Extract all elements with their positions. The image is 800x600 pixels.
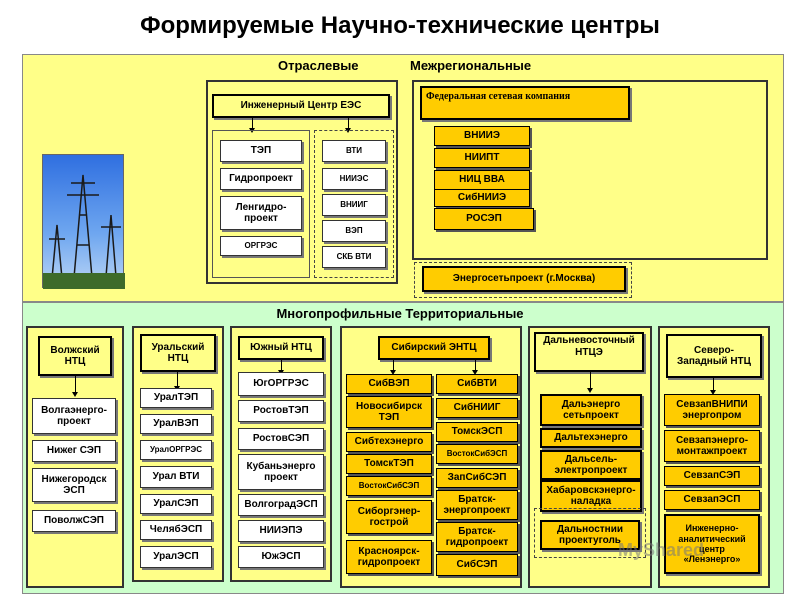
fsk-item-sibniie: СибНИИЭ xyxy=(434,189,530,207)
ees-item-niies: НИИЭС xyxy=(322,168,386,190)
ural-item-4: Урал ВТИ xyxy=(140,466,212,488)
ees-item-skb-vti: СКБ ВТИ xyxy=(322,246,386,268)
ees-item-vniig: ВНИИГ xyxy=(322,194,386,216)
ural-head: Уральский НТЦ xyxy=(140,334,216,372)
south-item-2: РостовТЭП xyxy=(238,400,324,422)
siberia-right-8: СибСЭП xyxy=(436,554,518,576)
far-east-item-3: Дальсель- электропроект xyxy=(540,450,642,480)
north-west-item-2: Севзапэнерго- монтажпроект xyxy=(664,430,760,462)
south-item-4: Кубаньэнерго проект xyxy=(238,454,324,490)
siberia-right-6: Братск- энергопроект xyxy=(436,490,518,520)
ural-item-2: УралВЭП xyxy=(140,414,212,434)
south-head: Южный НТЦ xyxy=(238,336,324,360)
energoset-frame xyxy=(414,262,632,298)
north-west-arrow xyxy=(710,378,716,395)
siberia-right-5: ЗапСибСЭП xyxy=(436,468,518,488)
siberia-arrow-left xyxy=(390,360,396,375)
north-west-item-4: СевзапЭСП xyxy=(664,490,760,510)
sectoral-label: Отраслевые xyxy=(278,58,359,73)
ees-item-vep: ВЭП xyxy=(322,220,386,242)
south-item-1: ЮгОРГРЭС xyxy=(238,372,324,396)
siberia-arrow-right xyxy=(472,360,478,375)
far-east-head: Дальневосточный НТЦЭ xyxy=(534,332,644,372)
siberia-left-5: ВостокСибСЭП xyxy=(346,476,432,496)
fsk-item-niipt: НИИПТ xyxy=(434,148,530,168)
volga-arrow xyxy=(72,376,78,397)
siberia-left-7: Красноярск- гидропроект xyxy=(346,540,432,574)
south-item-6: НИИЭПЭ xyxy=(238,520,324,542)
ural-item-7: УралЭСП xyxy=(140,546,212,568)
ees-arrow-right xyxy=(345,118,351,133)
fsk-item-rosep: РОСЭП xyxy=(434,208,534,230)
fsk-item-nic-vva: НИЦ ВВА xyxy=(434,170,530,190)
ural-arrow xyxy=(174,372,180,391)
volga-head: Волжский НТЦ xyxy=(38,336,112,376)
north-west-item-5: Инженерно- аналитический центр «Ленэнерг… xyxy=(664,514,760,574)
siberia-left-6: Сиборгэнер- гострой xyxy=(346,500,432,534)
territorial-label: Многопрофильные Территориальные xyxy=(276,306,524,321)
ees-item-orgres: ОРГРЭС xyxy=(220,236,302,256)
siberia-right-3: ТомскЭСП xyxy=(436,422,518,442)
ees-item-gidroproekt: Гидропроект xyxy=(220,168,302,190)
volga-item-1: Волгаэнерго- проект xyxy=(32,398,116,434)
far-east-item-2: Дальтехэнерго xyxy=(540,428,642,448)
ees-arrow-left xyxy=(249,118,255,133)
siberia-left-2: Новосибирск ТЭП xyxy=(346,396,432,428)
ees-left-col xyxy=(212,130,310,278)
volga-item-4: ПоволжСЭП xyxy=(32,510,116,532)
ees-right-col xyxy=(314,130,394,278)
volga-item-3: Нижегородск ЭСП xyxy=(32,468,116,502)
far-east-arrow xyxy=(587,372,593,393)
far-east-item-1: Дальэнерго сетьпроект xyxy=(540,394,642,426)
north-west-item-3: СевзапСЭП xyxy=(664,466,760,486)
far-east-dashed xyxy=(534,508,646,558)
siberia-left-4: ТомскТЭП xyxy=(346,454,432,474)
far-east-item-5: Дальностнии проектуголь xyxy=(540,520,640,550)
north-west-head: Северо- Западный НТЦ xyxy=(666,334,762,378)
ural-item-3: УралОРГРЭС xyxy=(140,440,212,460)
fsk-head: Федеральная сетевая компания xyxy=(420,86,630,120)
south-item-3: РостовСЭП xyxy=(238,428,324,450)
siberia-right-4: ВостокСибЭСП xyxy=(436,444,518,464)
siberia-right-7: Братск- гидропроект xyxy=(436,522,518,552)
ural-item-6: ЧелябЭСП xyxy=(140,520,212,540)
far-east-item-4: Хабаровскэнерго- наладка xyxy=(540,480,642,512)
siberia-right-1: СибВТИ xyxy=(436,374,518,394)
siberia-head: Сибирский ЭНТЦ xyxy=(378,336,490,360)
page-title: Формируемые Научно-технические центры xyxy=(140,12,660,39)
interregional-label: Межрегиональные xyxy=(410,58,532,73)
ees-head: Инженерный Центр ЕЭС xyxy=(212,94,390,118)
ees-item-vti: ВТИ xyxy=(322,140,386,162)
south-arrow xyxy=(278,360,284,375)
ees-item-tep: ТЭП xyxy=(220,140,302,162)
south-item-7: ЮжЭСП xyxy=(238,546,324,568)
ees-item-lengidroproekt: Ленгидро- проект xyxy=(220,196,302,230)
fsk-item-vniie: ВНИИЭ xyxy=(434,126,530,146)
north-west-item-1: СевзапВНИПИ энергопром xyxy=(664,394,760,426)
energoset-box: Энергосетьпроект (г.Москва) xyxy=(422,266,626,292)
ural-item-1: УралТЭП xyxy=(140,388,212,408)
siberia-left-3: Сибтехэнерго xyxy=(346,432,432,452)
siberia-right-2: СибНИИГ xyxy=(436,398,518,418)
watermark: MyShared xyxy=(618,540,705,560)
south-item-5: ВолгоградЭСП xyxy=(238,494,324,516)
power-tower-image xyxy=(42,154,125,290)
ural-item-5: УралСЭП xyxy=(140,494,212,514)
volga-item-2: Нижег СЭП xyxy=(32,440,116,462)
siberia-left-1: СибВЭП xyxy=(346,374,432,394)
